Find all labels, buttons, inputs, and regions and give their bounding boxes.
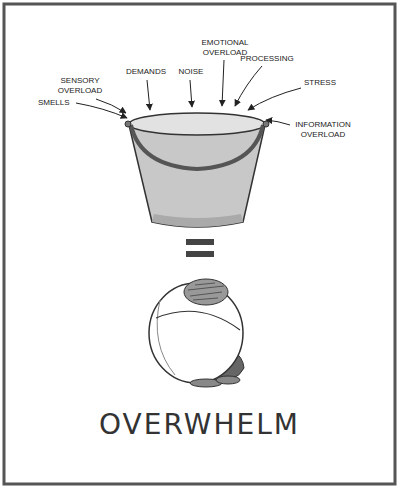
leader-arrow xyxy=(248,88,301,110)
leader-arrow xyxy=(147,80,150,110)
bucket-handle xyxy=(131,125,263,169)
equals-bar xyxy=(186,239,214,245)
leader-arrow xyxy=(266,120,290,125)
stimulus-label: SMELLS xyxy=(38,98,78,108)
handle-knob xyxy=(125,121,131,127)
leader-arrow xyxy=(96,99,126,113)
bucket-rim xyxy=(129,113,265,135)
leader-arrow xyxy=(190,80,192,107)
bucket-shade xyxy=(152,214,243,227)
person-arm xyxy=(156,311,240,330)
stimulus-label: PROCESSING xyxy=(236,54,298,64)
stimulus-label: DEMANDS xyxy=(122,67,170,77)
crouching-person xyxy=(149,279,244,387)
leader-arrow xyxy=(222,60,224,106)
leader-arrow xyxy=(235,66,262,106)
stimulus-label: SENSORY OVERLOAD xyxy=(52,76,108,96)
bucket xyxy=(125,113,269,227)
stimulus-label: STRESS xyxy=(300,78,340,88)
stimulus-label: NOISE xyxy=(173,67,209,77)
person-shoe xyxy=(216,376,240,384)
bucket-body xyxy=(129,125,265,227)
equals-sign xyxy=(186,239,214,257)
stimulus-label: INFORMATION OVERLOAD xyxy=(292,120,354,140)
hair-strokes xyxy=(188,283,224,300)
leader-arrow xyxy=(76,103,127,118)
equals-bar xyxy=(186,251,214,257)
person-hair xyxy=(184,279,228,305)
caption-text: OVERWHELM xyxy=(0,408,399,442)
handle-knob xyxy=(263,121,269,127)
person-back-shade xyxy=(157,300,175,375)
